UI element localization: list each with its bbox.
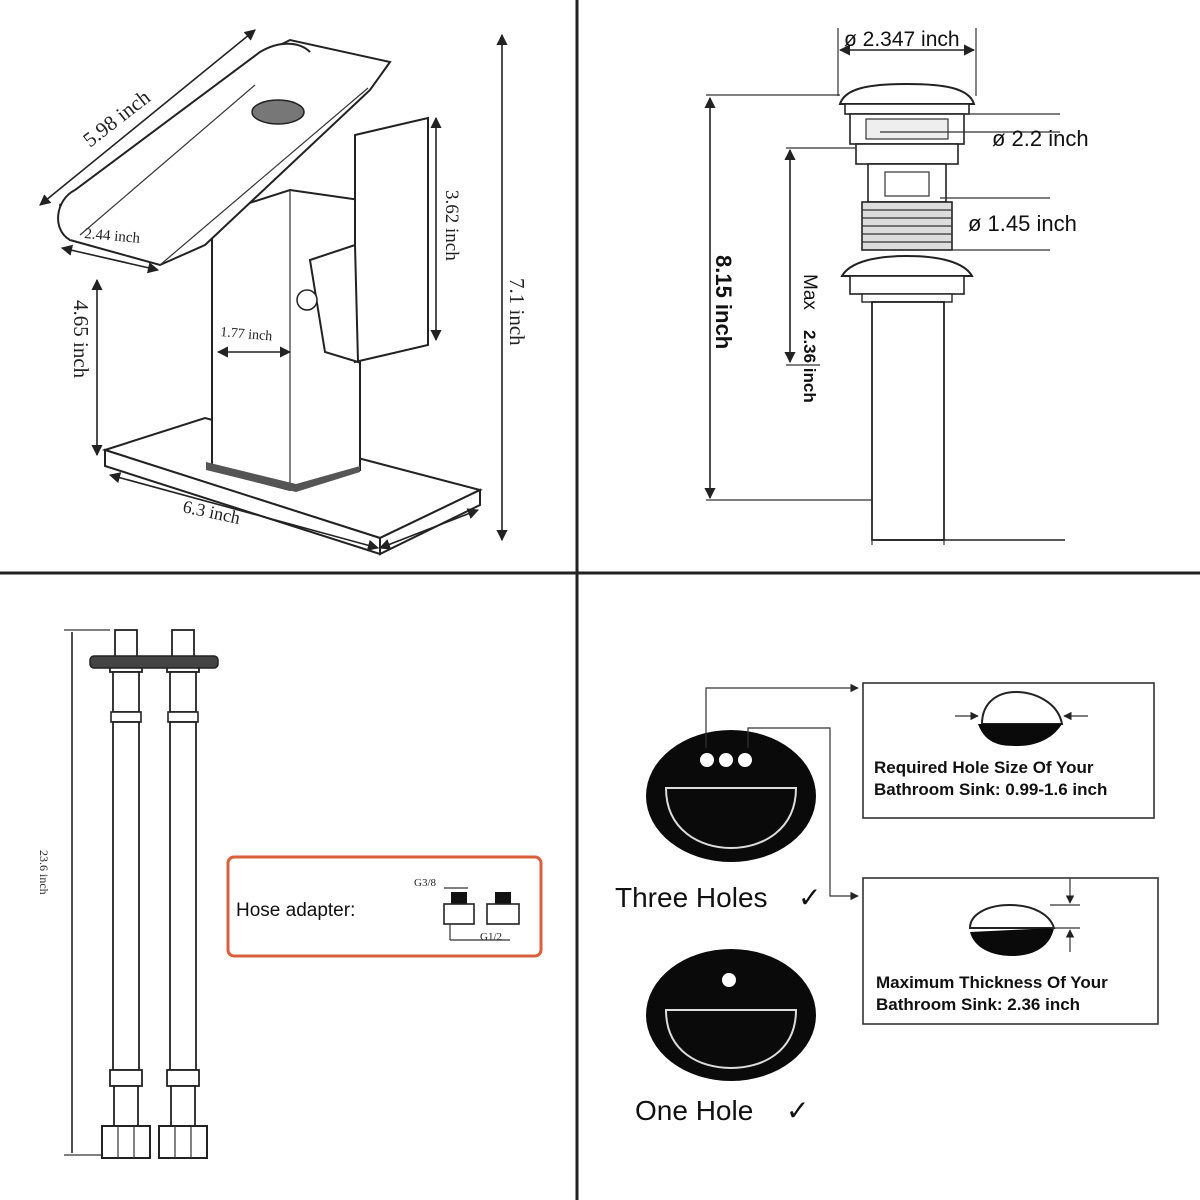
one-hole-label: One Hole [635, 1095, 753, 1126]
spout-width-label: 2.44 inch [84, 226, 142, 247]
adapter-fittings [443, 887, 520, 941]
sink-three-holes [646, 730, 816, 862]
flange-diameter-label: ø 2.2 inch [992, 126, 1089, 151]
hole-size-line2: Bathroom Sink: 0.99-1.6 inch [874, 780, 1107, 799]
hose-adapter-label: Hose adapter: [236, 900, 355, 921]
three-holes-label: Three Holes [615, 882, 768, 913]
body-width-label: 1.77 inch [220, 325, 273, 344]
sink-one-hole [646, 949, 816, 1081]
cap-diameter-label: ø 2.347 inch [844, 28, 960, 51]
hose-left [101, 629, 151, 1159]
aerator-icon [251, 99, 305, 125]
adapter-size-b: G1/2 [480, 931, 502, 943]
drain-dimension-lines [704, 28, 1065, 545]
mounting-plate [89, 655, 219, 669]
one-hole-check: ✓ [786, 1095, 809, 1126]
thread-diameter-label: ø 1.45 inch [968, 211, 1077, 236]
hole-size-line1: Required Hole Size Of Your [874, 758, 1094, 777]
faucet-dimension-lines [39, 29, 508, 551]
adapter-size-a: G3/8 [414, 877, 437, 889]
thickness-line1: Maximum Thickness Of Your [876, 973, 1108, 992]
three-holes-check: ✓ [798, 882, 821, 913]
thickness-line2: Bathroom Sink: 2.36 inch [876, 995, 1080, 1014]
spout-clearance-label: 4.65 inch [69, 300, 93, 379]
handle-height-label: 3.62 inch [441, 190, 462, 261]
drain-thread [861, 201, 953, 251]
hose-length-dimension [64, 629, 110, 1156]
hose-length-label: 23.6 inch [37, 850, 51, 895]
drain-max-word: Max [799, 274, 820, 310]
hose-right [158, 629, 208, 1159]
hole-size-box: Required Hole Size Of Your Bathroom Sink… [862, 682, 1155, 819]
total-height-label: 7.1 inch [505, 278, 529, 346]
thickness-box: Maximum Thickness Of Your Bathroom Sink:… [862, 877, 1159, 1025]
drain-drawing [838, 82, 976, 541]
drain-max-value: 2.36 inch [800, 330, 819, 403]
sink-connector-lines [705, 683, 859, 901]
hose-adapter-box: Hose adapter: G3/8 G1/2 [226, 855, 543, 958]
drain-height-label: 8.15 inch [711, 255, 736, 349]
